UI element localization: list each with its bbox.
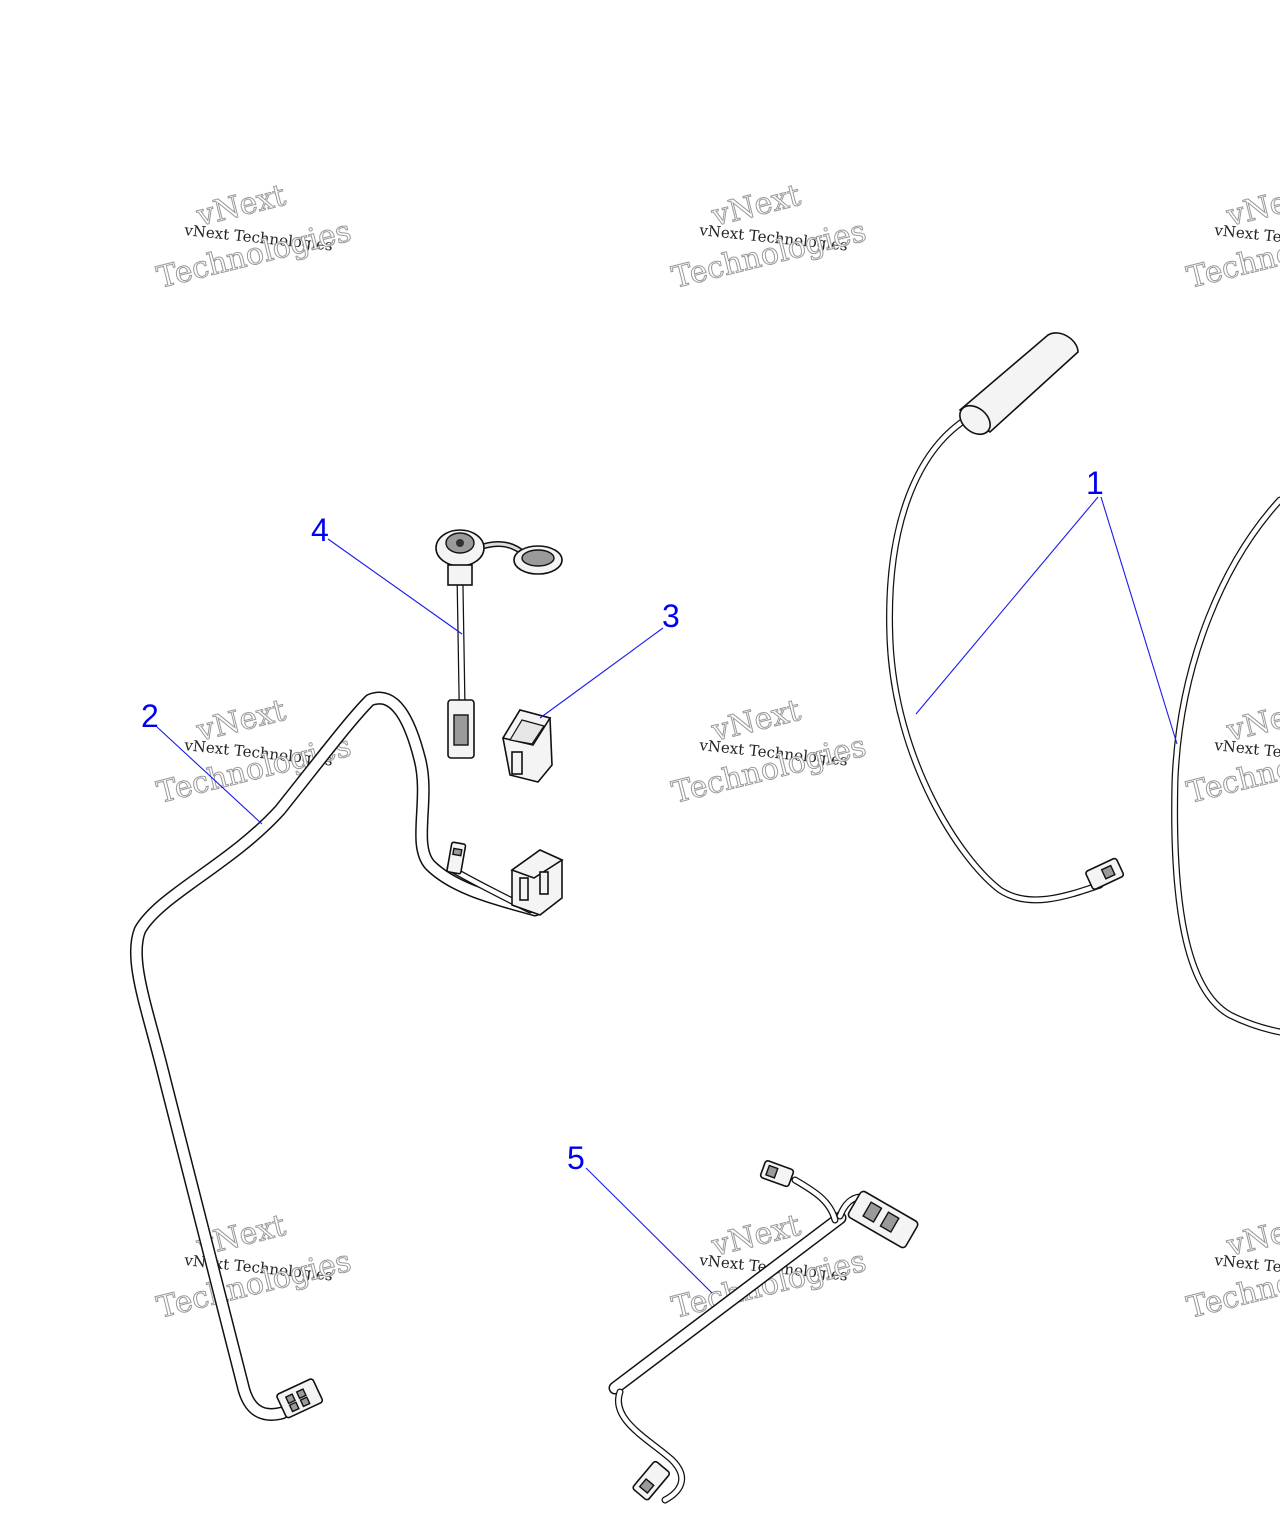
watermark: vNext vNext Technologies Technologies xyxy=(668,693,870,812)
callout-3: 3 xyxy=(662,598,680,634)
leader-line xyxy=(156,726,263,825)
watermark: vNext vNext Technologies Technologies xyxy=(1183,1208,1280,1327)
switch-part-3 xyxy=(501,709,553,783)
callout-4: 4 xyxy=(311,512,329,548)
relay-socket xyxy=(510,849,564,916)
harness-connector xyxy=(446,841,467,875)
watermark: vNext vNext Technologies Technologies xyxy=(1183,693,1280,812)
harness-part-5 xyxy=(608,1160,919,1504)
harness-part-2 xyxy=(129,691,564,1421)
harness-end-connector xyxy=(276,1378,324,1419)
callout-1: 1 xyxy=(1086,465,1104,501)
watermark-text: Technologies xyxy=(153,729,354,811)
watermark-text: Technologies xyxy=(668,729,869,811)
leader-line xyxy=(1100,496,1178,745)
watermark: vNext vNext Technologies Technologies xyxy=(153,178,355,297)
sensor-part-1 xyxy=(886,332,1280,1036)
callout-5: 5 xyxy=(567,1140,585,1176)
socket-part-4 xyxy=(435,529,563,759)
leader-line xyxy=(327,538,463,635)
watermark-text: Technologies xyxy=(153,1244,354,1326)
watermark-text: Technologies xyxy=(153,214,354,296)
leader-line xyxy=(539,627,664,719)
watermark-text: Technologies xyxy=(668,214,869,296)
watermark-text: Technologies xyxy=(668,1244,869,1326)
watermark: vNext vNext Technologies Technologies xyxy=(153,1208,355,1327)
leader-line xyxy=(585,1167,713,1294)
watermark: vNext vNext Technologies Technologies xyxy=(1183,178,1280,297)
leader-line xyxy=(915,496,1099,715)
callout-2: 2 xyxy=(141,698,159,734)
watermark: vNext vNext Technologies Technologies xyxy=(668,178,870,297)
